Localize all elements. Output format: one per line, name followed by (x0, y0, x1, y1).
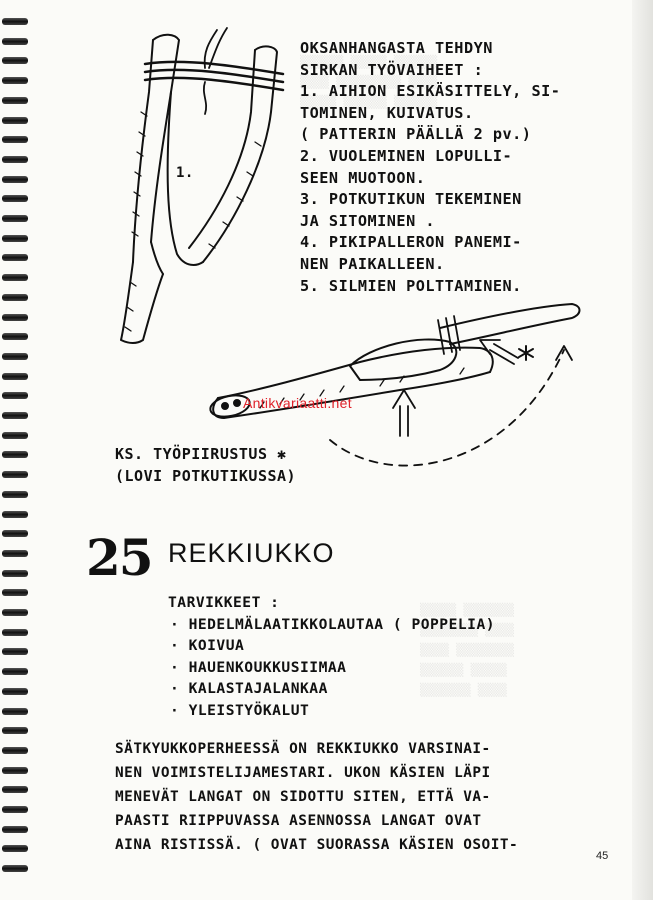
illustration-label-1: 1. (176, 165, 194, 181)
binding-ring (2, 668, 28, 676)
binding-ring (2, 490, 28, 498)
body-line: MENEVÄT LANGAT ON SIDOTTU SITEN, ETTÄ VA… (115, 789, 491, 805)
binding-ring (2, 825, 28, 833)
binding-ring (2, 806, 28, 813)
binding-ring (2, 471, 28, 479)
finished-cricket-illustration (209, 303, 581, 467)
section-number: 25 (86, 528, 154, 587)
page-edge (632, 0, 653, 900)
binding-ring (2, 215, 28, 222)
supply-item: · KALASTAJALANKAA (170, 680, 328, 697)
supply-item: · HEDELMÄLAATIKKOLAUTAA ( POPPELIA) (170, 615, 496, 633)
steps-heading-line2: SIRKAN TYÖVAIHEET : (300, 60, 484, 79)
body-line: PAASTI RIIPPUVASSA ASENNOSSA LANGAT OVAT (115, 813, 482, 829)
binding-ring (2, 865, 28, 873)
binding-ring (2, 648, 28, 656)
show-through-text: ▒▒▒▒▒▒ ▒▒▒▒▒ ▒▒▒▒▒▒▒▒▒▒ ▒▒▒▒▒▒▒▒▒ ▒▒▒▒▒▒… (300, 55, 438, 109)
step-line: 2. VUOLEMINEN LOPULLI- (300, 146, 513, 165)
binding-ring (2, 451, 28, 459)
supply-item: · KOIVUA (170, 637, 245, 654)
slingshot-blank-illustration (120, 27, 285, 344)
binding-ring (2, 727, 28, 735)
binding-ring (2, 431, 28, 439)
step-line: TOMINEN, KUIVATUS. (300, 103, 474, 122)
step-line: ( PATTERIN PÄÄLLÄ 2 pv.) (300, 125, 532, 144)
binding-ring (2, 333, 28, 341)
steps-heading-line1: OKSANHANGASTA TEHDYN (300, 39, 493, 57)
step-line: 1. AIHION ESIKÄSITTELY, SI- (300, 82, 561, 101)
supply-item: · HAUENKOUKKUSIIMAA (170, 658, 347, 676)
binding-ring (2, 254, 28, 262)
reference-line2: (LOVI POTKUTIKUSSA) (115, 467, 297, 485)
supplies-heading: TARVIKKEET : (168, 594, 280, 611)
body-line: SÄTKYUKKOPERHEESSÄ ON REKKIUKKO VARSINAI… (115, 741, 491, 757)
binding-ring (2, 392, 28, 400)
binding-ring (2, 589, 28, 597)
binding-ring (2, 609, 28, 616)
page-number: 45 (596, 850, 609, 862)
binding-ring (2, 687, 28, 695)
drawing-reference: KS. TYÖPIIRUSTUS ✱ (LOVI POTKUTIKUSSA) (115, 443, 296, 487)
binding-ring (2, 372, 28, 380)
binding-ring (2, 766, 28, 774)
binding-ring (2, 293, 28, 301)
binding-ring (2, 37, 28, 45)
binding-ring (2, 510, 28, 518)
show-through-text-lower: ▒▒▒▒▒ ▒▒▒▒▒▒▒▒▒▒▒▒▒▒▒ ▒▒▒▒▒▒▒▒ ▒▒▒▒▒▒▒▒▒… (420, 603, 514, 697)
spiral-binding (0, 18, 32, 888)
body-paragraph: SÄTKYUKKOPERHEESSÄ ON REKKIUKKO VARSINAI… (115, 737, 595, 857)
work-steps: OKSANHANGASTA TEHDYN SIRKAN TYÖVAIHEET :… (300, 38, 590, 297)
step-line: 5. SILMIEN POLTTAMINEN. (300, 276, 522, 295)
reference-line1: KS. TYÖPIIRUSTUS ✱ (115, 445, 287, 463)
section-title: REKKIUKKO (168, 538, 335, 568)
binding-ring (2, 786, 28, 794)
binding-ring (2, 412, 28, 419)
step-line: 3. POTKUTIKUN TEKEMINEN (300, 190, 522, 209)
body-line: NEN VOIMISTELIJAMESTARI. UKON KÄSIEN LÄP… (115, 765, 491, 781)
step-line: 4. PIKIPALLERON PANEMI- (300, 233, 522, 252)
body-line: AINA RISTISSÄ. ( OVAT SUORASSA KÄSIEN OS… (115, 837, 519, 853)
binding-ring (2, 845, 28, 853)
binding-ring (2, 234, 28, 242)
binding-ring (2, 352, 28, 360)
binding-ring (2, 155, 28, 163)
step-line: NEN PAIKALLEEN. (300, 254, 445, 273)
binding-ring (2, 96, 28, 104)
binding-ring (2, 116, 28, 124)
supply-item: · YLEISTYÖKALUT (170, 701, 310, 719)
binding-ring (2, 195, 28, 203)
binding-ring (2, 274, 28, 282)
binding-ring (2, 313, 28, 321)
binding-ring (2, 136, 28, 144)
step-line: SEEN MUOTOON. (300, 168, 426, 187)
step-line: JA SITOMINEN . (300, 211, 436, 230)
binding-ring (2, 549, 28, 557)
binding-ring (2, 530, 28, 538)
supplies-list: TARVIKKEET : · HEDELMÄLAATIKKOLAUTAA ( P… (168, 592, 495, 721)
binding-ring (2, 57, 28, 65)
binding-ring (2, 18, 28, 25)
watermark-text: Antikvariaatti.net (243, 395, 352, 411)
binding-ring (2, 707, 28, 715)
binding-ring (2, 628, 28, 636)
binding-ring (2, 569, 28, 577)
binding-ring (2, 77, 28, 85)
binding-ring (2, 746, 28, 754)
binding-ring (2, 175, 28, 183)
